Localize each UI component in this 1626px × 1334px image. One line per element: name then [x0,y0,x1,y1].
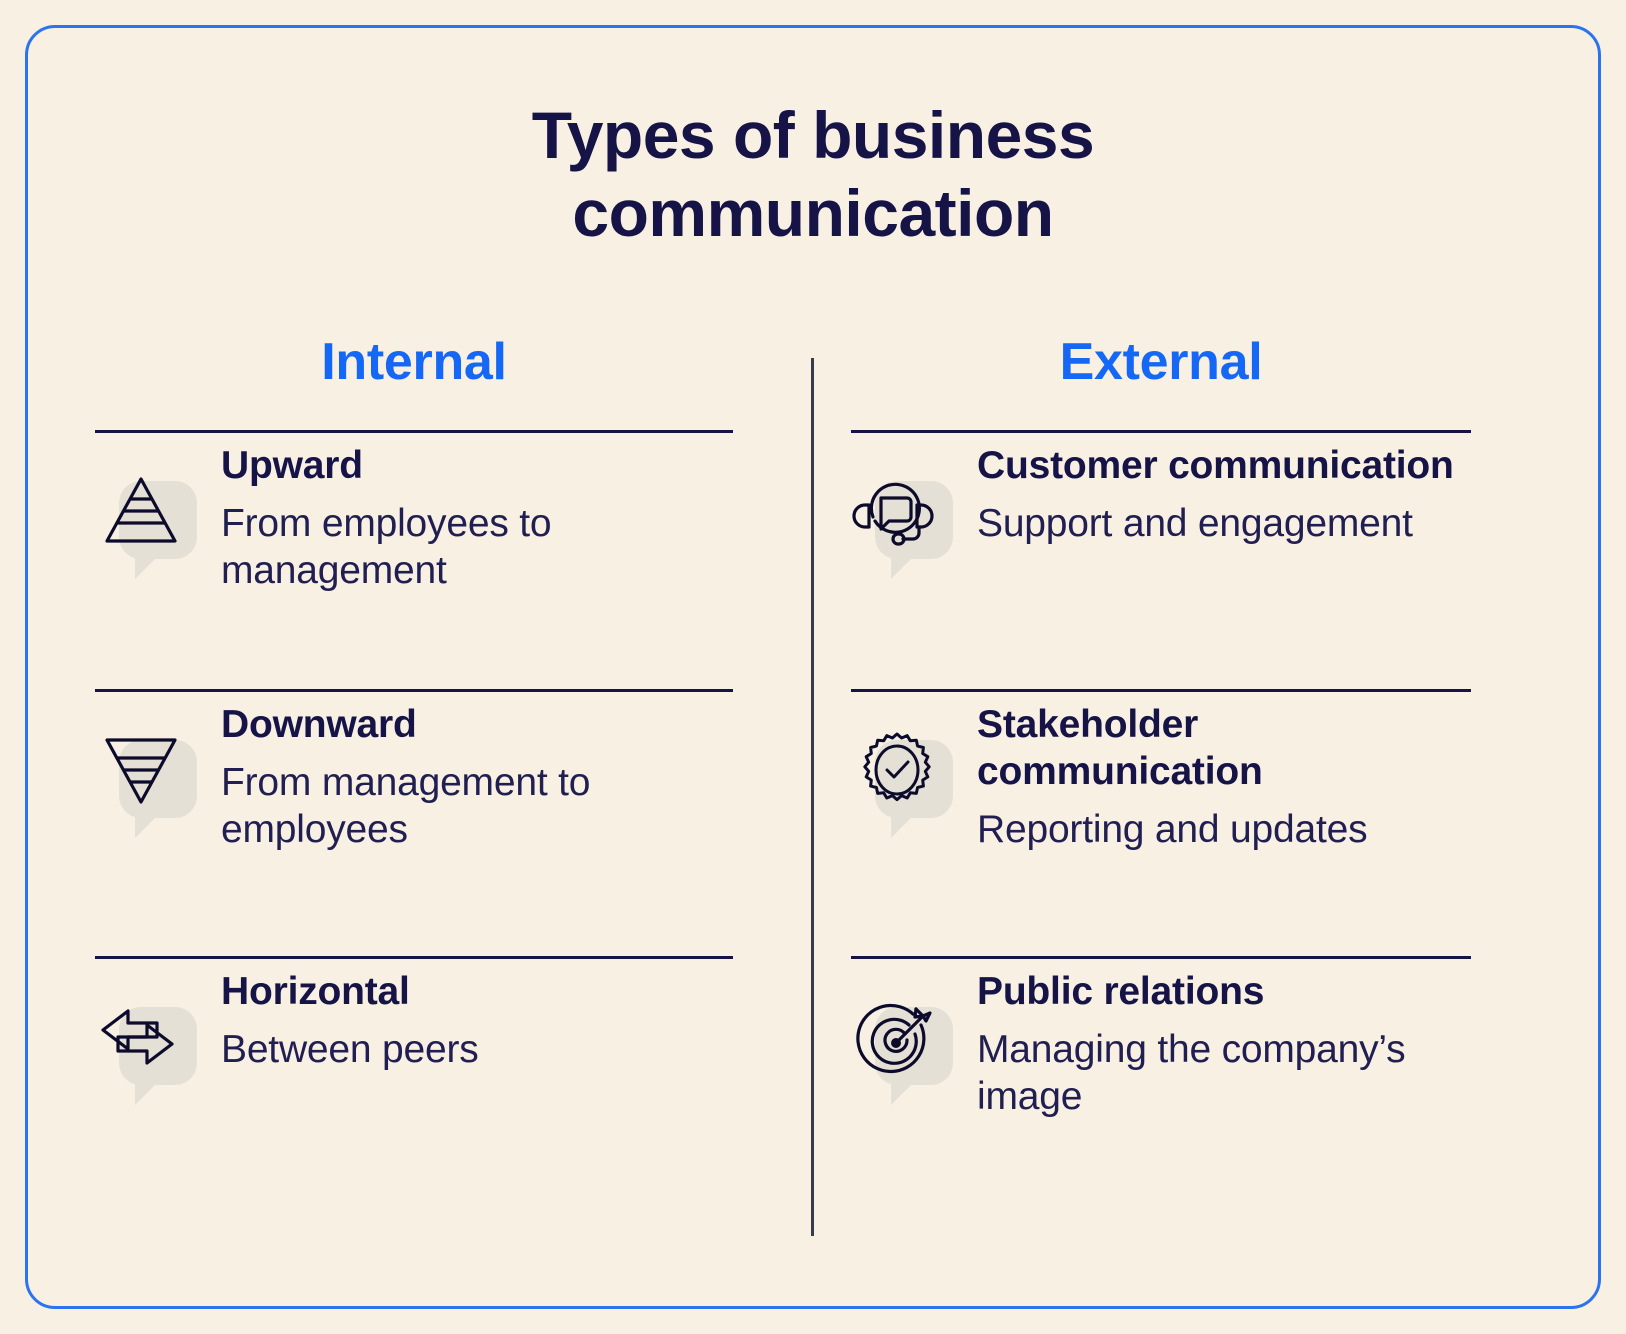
list-item: Downward From management to employees [95,692,733,956]
item-description: Support and engagement [977,501,1413,545]
speech-bubble-backdrop [119,1007,197,1105]
icon-wrapper [851,459,955,579]
pyramid-up-icon [95,465,187,557]
page-border [25,25,1601,1309]
item-text: Stakeholder communication Reporting and … [977,692,1471,853]
icon-wrapper [851,718,955,838]
badge-check-icon [851,724,943,816]
separator-line [95,430,733,433]
item-description: Between peers [221,1027,479,1071]
two-way-arrows-icon [95,991,187,1083]
item-title: Upward [221,444,363,487]
column-external: Customer communication Support and engag… [851,430,1471,1189]
item-title: Customer communication [977,444,1454,487]
page-title: Types of business communication [0,97,1626,253]
list-item: Customer communication Support and engag… [851,433,1471,689]
separator-line [95,689,733,692]
icon-wrapper [95,718,199,838]
column-heading-internal: Internal [321,333,507,391]
pyramid-down-icon [95,724,187,816]
item-title: Stakeholder communication [977,703,1263,793]
list-item: Stakeholder communication Reporting and … [851,692,1471,956]
column-divider [811,358,814,1236]
item-text: Downward From management to employees [221,692,733,854]
separator-line [851,956,1471,959]
target-arrow-icon [851,991,943,1083]
item-description: From employees to management [221,501,552,593]
speech-bubble-backdrop [875,740,953,838]
item-text: Horizontal Between peers [221,959,733,1073]
column-internal: Upward From employees to management Do [95,430,733,1189]
item-description: Reporting and updates [977,807,1368,851]
list-item: Upward From employees to management [95,433,733,689]
separator-line [851,689,1471,692]
icon-wrapper [851,985,955,1105]
list-item: Public relations Managing the company’s … [851,959,1471,1189]
column-heading-external: External [1059,333,1263,391]
item-text: Public relations Managing the company’s … [977,959,1471,1121]
list-item: Horizontal Between peers [95,959,733,1189]
item-title: Horizontal [221,970,410,1013]
item-title: Downward [221,703,417,746]
page-title-line-1: Types of business [531,98,1095,172]
icon-wrapper [95,459,199,579]
headset-chat-icon [851,465,943,557]
item-text: Upward From employees to management [221,433,733,595]
item-description: Managing the company’s image [977,1027,1406,1119]
item-text: Customer communication Support and engag… [977,433,1471,547]
item-title: Public relations [977,970,1265,1013]
icon-wrapper [95,985,199,1105]
separator-line [851,430,1471,433]
speech-bubble-backdrop [119,740,197,838]
item-description: From management to employees [221,760,591,852]
separator-line [95,956,733,959]
page-title-line-2: communication [572,175,1054,250]
